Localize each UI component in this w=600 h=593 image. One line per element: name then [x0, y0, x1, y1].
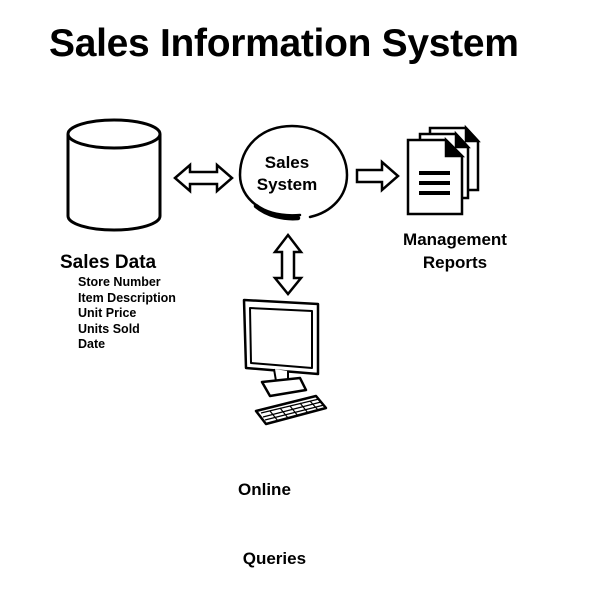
- right-arrow-icon: [355, 159, 400, 193]
- field-units-sold: Units Sold: [78, 321, 140, 336]
- sales-system-label-line2: System: [256, 175, 318, 194]
- field-unit-price: Unit Price: [78, 306, 137, 320]
- sales-system-label-line1: Sales: [264, 153, 310, 172]
- management-reports-label-line2: Reports: [422, 253, 488, 272]
- management-reports-label-line1: Management: [403, 230, 507, 249]
- database-field-list: Store Number Item Description Unit Price…: [78, 275, 176, 353]
- online-queries-label: Online Queries: [238, 432, 306, 593]
- database-icon: [66, 118, 162, 232]
- field-store-number: Store Number: [78, 275, 161, 289]
- management-reports-label: Management Reports: [380, 228, 530, 274]
- reports-icon: [406, 124, 481, 216]
- database-label: Sales Data: [60, 252, 157, 273]
- computer-icon: [242, 298, 328, 426]
- field-item-description: Item Description: [78, 290, 176, 305]
- vertical-bidirectional-arrow-icon: [272, 232, 304, 296]
- page-title: Sales Information System: [49, 22, 519, 65]
- field-date: Date: [78, 337, 106, 351]
- online-queries-label-line1: Online: [238, 480, 291, 499]
- sales-system-label: Sales System: [240, 152, 334, 196]
- sales-system-circle: [238, 124, 349, 221]
- online-queries-label-line2: Queries: [238, 549, 307, 568]
- bidirectional-arrow-icon: [173, 162, 234, 194]
- diagram-canvas: [66, 118, 481, 426]
